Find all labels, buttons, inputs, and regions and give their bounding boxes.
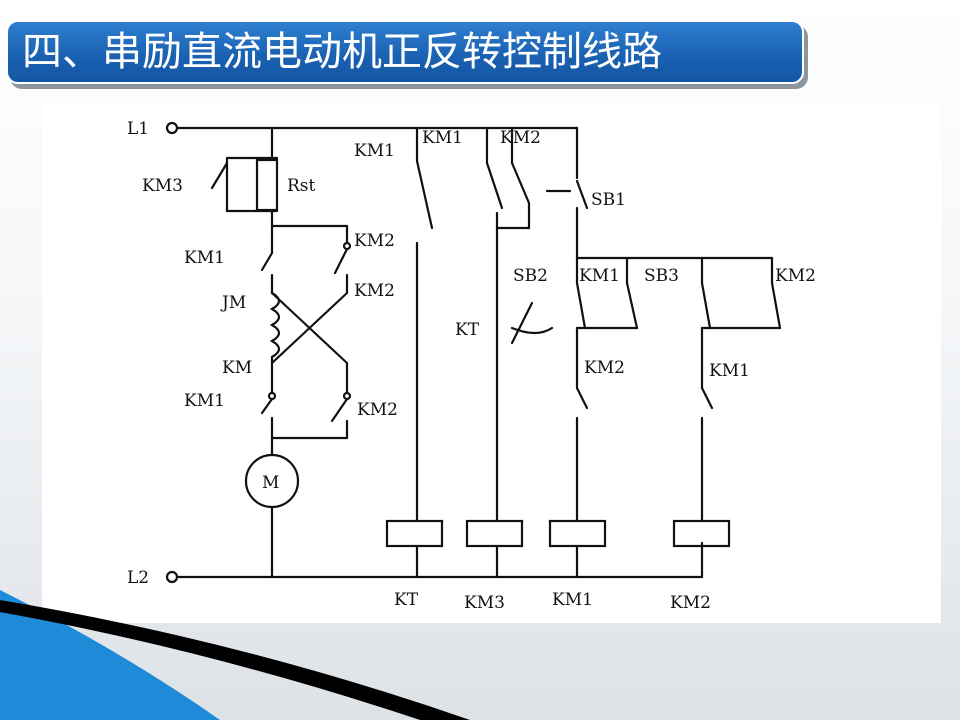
circuit-diagram: L1 L2 KM3 Rst KM1 KM2 KM2 JM KM KM1 KM2 … bbox=[42, 103, 941, 623]
label-coil-kt: KT bbox=[394, 590, 419, 610]
label-coil-km1: KM1 bbox=[552, 590, 593, 610]
label-km2-top-a: KM2 bbox=[354, 231, 395, 251]
label-l2: L2 bbox=[127, 568, 149, 588]
label-km1-top-mid: KM1 bbox=[422, 128, 463, 148]
label-motor: M bbox=[262, 473, 279, 493]
coil-km2 bbox=[672, 519, 731, 548]
label-l1: L1 bbox=[127, 119, 149, 139]
label-coil-km3: KM3 bbox=[464, 593, 505, 613]
motor-branch bbox=[210, 126, 352, 579]
resistor-rst bbox=[255, 158, 279, 212]
coil-kt bbox=[385, 519, 444, 548]
label-km2-top-b: KM2 bbox=[354, 281, 395, 301]
label-coil-km2: KM2 bbox=[670, 593, 711, 613]
coil-km1 bbox=[548, 519, 607, 548]
l1-terminal bbox=[165, 121, 179, 135]
label-km1-hold: KM1 bbox=[579, 266, 620, 286]
label-km2-bottom: KM2 bbox=[357, 400, 398, 420]
circuit-svg: L1 L2 KM3 Rst KM1 KM2 KM2 JM KM KM1 KM2 … bbox=[127, 119, 816, 613]
label-km: KM bbox=[222, 358, 252, 378]
power-rails bbox=[165, 121, 704, 584]
label-rst: Rst bbox=[287, 176, 316, 196]
label-kt-contact: KT bbox=[455, 320, 480, 340]
slide-title: 四、串励直流电动机正反转控制线路 bbox=[22, 29, 662, 75]
l2-terminal bbox=[165, 570, 179, 584]
label-sb3: SB3 bbox=[644, 266, 679, 286]
label-km1-top-left: KM1 bbox=[354, 141, 395, 161]
label-sb1: SB1 bbox=[591, 190, 626, 210]
control-branches bbox=[385, 126, 782, 579]
label-sb2: SB2 bbox=[513, 266, 548, 286]
label-km2-hold: KM2 bbox=[775, 266, 816, 286]
slide-title-bar: 四、串励直流电动机正反转控制线路 bbox=[6, 20, 804, 84]
label-km2-top: KM2 bbox=[500, 128, 541, 148]
label-km3-contact: KM3 bbox=[142, 176, 183, 196]
coil-km3 bbox=[465, 519, 524, 548]
label-km1-interlock: KM1 bbox=[709, 361, 750, 381]
label-km2-interlock: KM2 bbox=[584, 358, 625, 378]
label-jm: JM bbox=[220, 293, 246, 313]
label-km1-bottom: KM1 bbox=[184, 391, 225, 411]
label-km1-top: KM1 bbox=[184, 248, 225, 268]
field-winding bbox=[269, 291, 281, 359]
